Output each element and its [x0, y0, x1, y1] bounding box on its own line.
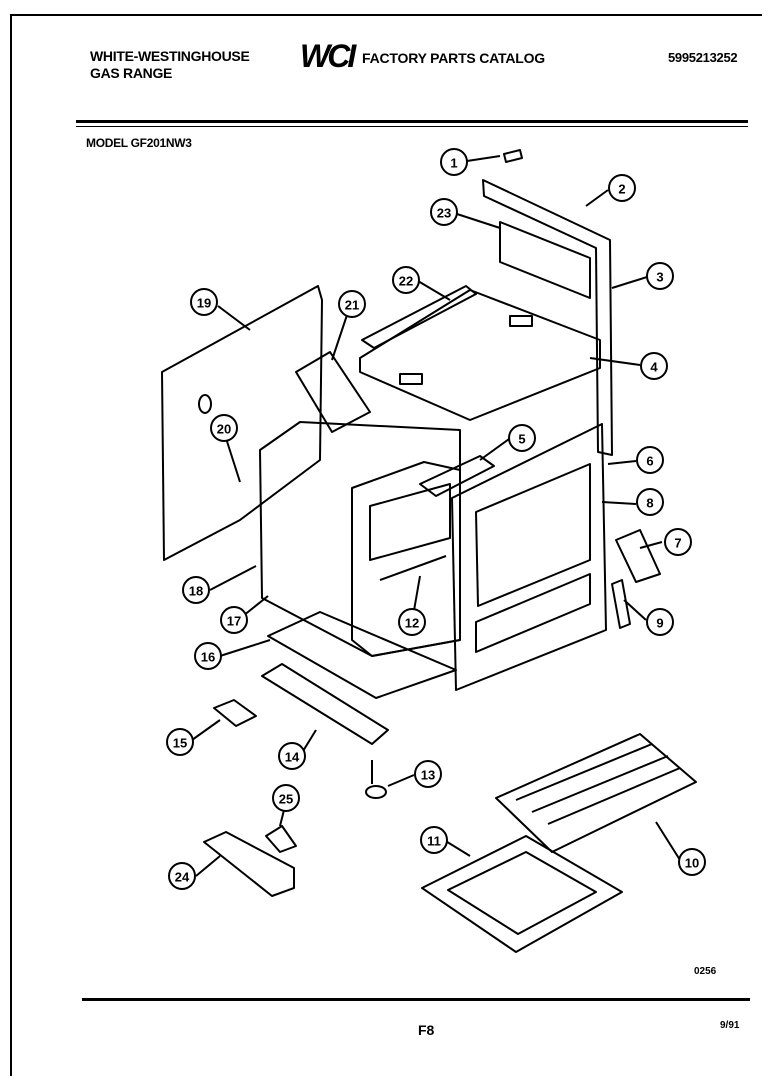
- kick-plate: [261, 663, 389, 745]
- callout-1: 1: [440, 148, 468, 176]
- svg-text:4: 4: [650, 360, 658, 375]
- side-panel: [161, 285, 323, 561]
- svg-text:13: 13: [421, 768, 435, 783]
- callout-21: 21: [338, 290, 366, 318]
- top-panel-slot-1: [509, 315, 533, 327]
- oven-rack: [495, 733, 697, 853]
- svg-text:12: 12: [405, 616, 419, 631]
- front-frame: [451, 423, 607, 691]
- page-border: [10, 14, 762, 1076]
- callout-11: 11: [420, 826, 448, 854]
- mounting-clip: [265, 825, 297, 853]
- callout-2: 2: [608, 174, 636, 202]
- document-number: 5995213252: [668, 50, 738, 65]
- svg-text:23: 23: [437, 206, 451, 221]
- top-panel-slot-2: [399, 373, 423, 385]
- callout-19: 19: [190, 288, 218, 316]
- callout-15: 15: [166, 728, 194, 756]
- oven-window-opening: [475, 463, 591, 607]
- svg-text:11: 11: [427, 834, 441, 849]
- hinge-spring: [611, 579, 631, 629]
- back-vent-opening: [499, 221, 591, 299]
- svg-text:24: 24: [175, 870, 190, 885]
- callout-6: 6: [636, 446, 664, 474]
- brand-line-1: WHITE-WESTINGHOUSE: [90, 48, 250, 64]
- callout-20: 20: [210, 414, 238, 442]
- bottom-panel: [267, 611, 457, 699]
- header-rule-thin: [76, 126, 748, 127]
- svg-text:25: 25: [279, 792, 293, 807]
- burner-tube: [379, 555, 447, 581]
- svg-text:17: 17: [227, 614, 241, 629]
- svg-text:5: 5: [518, 432, 525, 447]
- logo-text: WCI: [300, 38, 357, 72]
- svg-text:20: 20: [217, 422, 231, 437]
- callout-23: 23: [430, 198, 458, 226]
- callout-24: 24: [168, 862, 196, 890]
- wci-logo: WCI: [300, 38, 360, 72]
- svg-text:14: 14: [285, 750, 300, 765]
- brand-line-2: GAS RANGE: [90, 65, 173, 81]
- callout-13: 13: [414, 760, 442, 788]
- part-small-clip: [503, 149, 523, 163]
- footer-rule: [82, 998, 750, 1001]
- svg-text:22: 22: [399, 274, 413, 289]
- oven-rear-wall: [369, 483, 451, 561]
- callout-4: 4: [640, 352, 668, 380]
- svg-text:3: 3: [656, 270, 663, 285]
- brand-block: WHITE-WESTINGHOUSE GAS RANGE: [90, 48, 250, 82]
- reference-code: 0256: [694, 966, 717, 977]
- svg-text:16: 16: [201, 650, 215, 665]
- callout-7: 7: [664, 528, 692, 556]
- svg-text:7: 7: [674, 536, 681, 551]
- hinge: [615, 529, 661, 583]
- svg-text:6: 6: [646, 454, 653, 469]
- flue-duct: [295, 351, 371, 433]
- svg-text:9: 9: [656, 616, 663, 631]
- back-panel: [482, 179, 613, 456]
- burner-assembly: [419, 455, 495, 497]
- page-label: F8: [418, 1022, 435, 1038]
- callout-18: 18: [182, 576, 210, 604]
- rack-wires: [515, 743, 681, 825]
- svg-text:10: 10: [685, 856, 699, 871]
- svg-text:1: 1: [450, 156, 457, 171]
- model-label: MODEL GF201NW3: [86, 136, 192, 150]
- svg-text:18: 18: [189, 584, 203, 599]
- catalog-title: FACTORY PARTS CATALOG: [362, 50, 545, 66]
- clip: [213, 699, 257, 727]
- svg-text:21: 21: [345, 298, 359, 313]
- svg-text:19: 19: [197, 296, 211, 311]
- catalog-date: 9/91: [720, 1020, 740, 1031]
- broiler-opening: [475, 573, 591, 653]
- leveler-foot: [365, 785, 387, 799]
- svg-text:2: 2: [618, 182, 625, 197]
- callout-10: 10: [678, 848, 706, 876]
- callout-17: 17: [220, 606, 248, 634]
- callout-3: 3: [646, 262, 674, 290]
- callout-5: 5: [508, 424, 536, 452]
- callout-8: 8: [636, 488, 664, 516]
- oven-cavity: [351, 461, 461, 657]
- broiler-pan-inner: [447, 851, 597, 935]
- svg-text:15: 15: [173, 736, 187, 751]
- callout-22: 22: [392, 266, 420, 294]
- top-panel: [359, 289, 601, 421]
- broiler-pan: [421, 835, 623, 953]
- callout-16: 16: [194, 642, 222, 670]
- callout-12: 12: [398, 608, 426, 636]
- side-panel-hole: [198, 394, 212, 414]
- header-rule: [76, 120, 748, 123]
- callout-9: 9: [646, 608, 674, 636]
- callout-14: 14: [278, 742, 306, 770]
- svg-text:8: 8: [646, 496, 653, 511]
- oven-liner: [259, 421, 461, 657]
- top-rear-bracket: [361, 285, 477, 349]
- callout-group: 1 2 23 3 22 19 21 4 20 5 6 8 7 18 17 12 …: [166, 148, 706, 890]
- callout-25: 25: [272, 784, 300, 812]
- trim-bracket: [203, 831, 295, 897]
